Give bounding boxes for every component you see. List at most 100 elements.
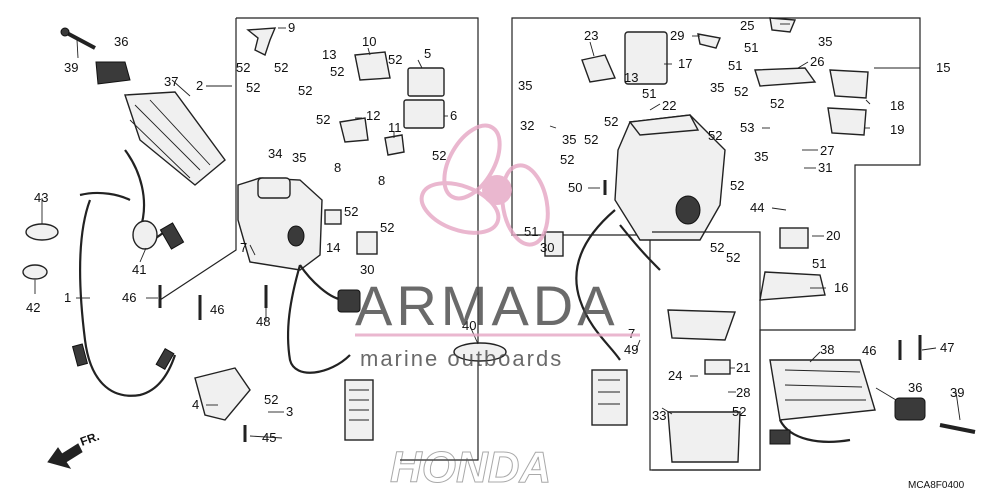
bracket-30-right <box>544 231 564 257</box>
bracket-25 <box>769 17 797 33</box>
callout-51-e: 51 <box>812 256 826 271</box>
callout-44: 44 <box>750 200 764 215</box>
callout-16: 16 <box>834 280 848 295</box>
watermark-tagline: marine outboards <box>360 346 563 371</box>
front-direction-arrow: FR. <box>47 429 101 469</box>
callout-numbers: 1 2 3 4 5 6 7 8 8 9 10 11 12 13 14 15 16… <box>26 18 964 445</box>
callout-33: 33 <box>652 408 666 423</box>
callout-30-right: 30 <box>540 240 554 255</box>
callout-52-s: 52 <box>710 240 724 255</box>
callout-46-b: 46 <box>210 302 224 317</box>
direction-label: FR. <box>78 429 101 449</box>
callout-3: 3 <box>286 404 293 419</box>
callout-52-q: 52 <box>770 96 784 111</box>
reference-code: MCA8F0400 <box>908 480 965 491</box>
watermark: ARMADA marine outboards HONDA <box>355 123 640 493</box>
callout-20: 20 <box>826 228 840 243</box>
callout-35-r1: 35 <box>518 78 532 93</box>
callout-53: 53 <box>740 120 754 135</box>
callout-24: 24 <box>668 368 682 383</box>
band-40 <box>453 342 507 362</box>
callout-23: 23 <box>584 28 598 43</box>
callout-52-o: 52 <box>708 128 722 143</box>
callout-52-u: 52 <box>732 404 746 419</box>
callout-37: 37 <box>164 74 178 89</box>
callout-34: 34 <box>268 146 282 161</box>
callout-32: 32 <box>520 118 534 133</box>
switch-11 <box>384 134 405 156</box>
callout-46-a: 46 <box>122 290 136 305</box>
bracket-9 <box>246 27 277 56</box>
grommet-42 <box>22 264 48 280</box>
callout-51-a: 51 <box>744 40 758 55</box>
plate-6 <box>403 99 445 129</box>
callout-9: 9 <box>288 20 295 35</box>
callout-22: 22 <box>662 98 676 113</box>
callout-43: 43 <box>34 190 48 205</box>
callout-11: 11 <box>388 120 402 135</box>
lever-26 <box>754 67 817 87</box>
callout-15: 15 <box>936 60 950 75</box>
callout-7: 7 <box>240 240 247 255</box>
callout-42: 42 <box>26 300 40 315</box>
callout-17: 17 <box>678 56 692 71</box>
callout-38: 38 <box>820 342 834 357</box>
clamp-41 <box>132 220 158 250</box>
inner-group-box <box>652 231 761 471</box>
callout-52-k: 52 <box>264 392 278 407</box>
callout-51-b: 51 <box>728 58 742 73</box>
bracket-23 <box>581 54 617 83</box>
callout-36-right: 36 <box>908 380 922 395</box>
callout-28: 28 <box>736 385 750 400</box>
callout-2: 2 <box>196 78 203 93</box>
right-switch-housing <box>575 114 726 426</box>
spring-12 <box>339 117 369 143</box>
callout-31: 31 <box>818 160 832 175</box>
bracket-10 <box>354 51 391 81</box>
callout-39-right: 39 <box>950 385 964 400</box>
callout-52-j: 52 <box>380 220 394 235</box>
callout-13-right: 13 <box>624 70 638 85</box>
callout-4: 4 <box>192 397 199 412</box>
left-switch-housing <box>237 177 374 441</box>
plate-5 <box>407 67 445 97</box>
switch-14 <box>324 209 342 225</box>
callout-48: 48 <box>256 314 270 329</box>
callout-10: 10 <box>362 34 376 49</box>
watermark-maker: HONDA <box>390 443 551 492</box>
cover-18 <box>829 69 869 99</box>
callout-1: 1 <box>64 290 71 305</box>
throttle-cable <box>71 191 177 397</box>
callout-18: 18 <box>890 98 904 113</box>
callout-35-left: 35 <box>292 150 306 165</box>
seal-21 <box>704 359 731 375</box>
callout-41: 41 <box>132 262 146 277</box>
callout-14: 14 <box>326 240 340 255</box>
callout-47: 47 <box>940 340 954 355</box>
callout-35-r4: 35 <box>818 34 832 49</box>
callout-29: 29 <box>670 28 684 43</box>
switch-29 <box>697 33 721 49</box>
plate-20 <box>779 227 809 249</box>
switch-16 <box>759 271 826 301</box>
callout-30-left: 30 <box>360 262 374 277</box>
callout-51-c: 51 <box>642 86 656 101</box>
callout-46-c: 46 <box>862 343 876 358</box>
callout-6: 6 <box>450 108 457 123</box>
callout-52-c: 52 <box>246 80 260 95</box>
callout-51-d: 51 <box>524 224 538 239</box>
callout-26: 26 <box>810 54 824 69</box>
propeller-logo <box>419 123 550 247</box>
callout-35-r2: 35 <box>562 132 576 147</box>
callout-50: 50 <box>568 180 582 195</box>
callout-52-b: 52 <box>274 60 288 75</box>
callout-8-a: 8 <box>334 160 341 175</box>
callout-45: 45 <box>262 430 276 445</box>
callout-25: 25 <box>740 18 754 33</box>
callout-52-e: 52 <box>330 64 344 79</box>
callout-40: 40 <box>462 318 476 333</box>
plate-17 <box>624 31 668 85</box>
callout-8-b: 8 <box>378 173 385 188</box>
case-bottom <box>667 411 741 463</box>
